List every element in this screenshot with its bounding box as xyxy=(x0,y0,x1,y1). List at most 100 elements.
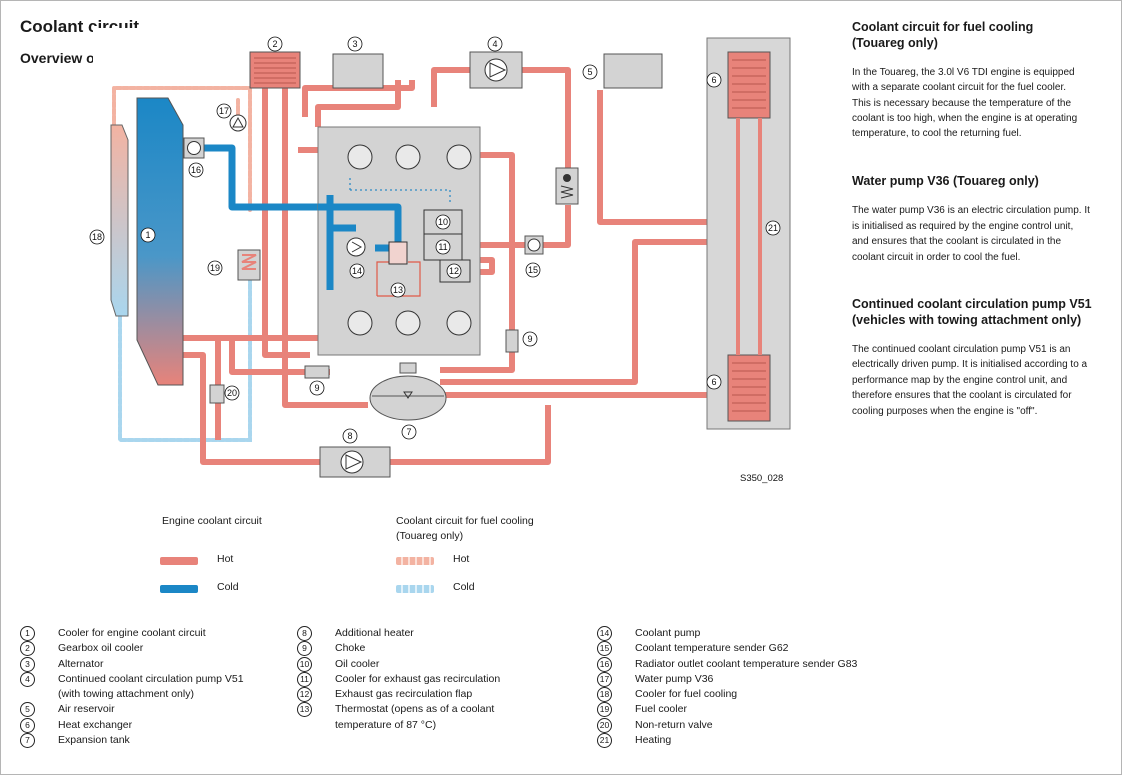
legend-fuel-title-line2: (Touareg only) xyxy=(396,530,464,542)
key-text: Cooler for exhaust gas recirculation xyxy=(335,672,501,685)
key-number: 17 xyxy=(597,671,612,687)
level-marker-icon xyxy=(403,391,413,399)
key-text: Gearbox oil cooler xyxy=(58,642,144,655)
svg-text:21: 21 xyxy=(768,223,778,233)
key-item: 15 Coolant temperature sender G62 xyxy=(597,641,857,657)
sidebar-section1-line: coolant is too high, when the engine is … xyxy=(852,113,1078,124)
key-text: (with towing attachment only) xyxy=(58,688,194,701)
coolant-pump-arrow-icon xyxy=(351,241,363,253)
key-number: 15 xyxy=(597,641,612,657)
callout-6a: 6 xyxy=(706,72,722,88)
key-item: 16 Radiator outlet coolant temperature se… xyxy=(597,656,858,672)
figure-reference: S350_028 xyxy=(740,473,783,484)
callout-2: 2 xyxy=(267,36,283,52)
coolant-circuit-diagram: 1 2 3 4 5 6 6 7 8 9 9 10 11 12 13 14 15 … xyxy=(89,36,791,484)
svg-text:7: 7 xyxy=(406,427,411,437)
svg-text:2: 2 xyxy=(272,39,277,49)
callout-12: 12 xyxy=(446,263,462,279)
fuel-cooler-coil xyxy=(241,254,257,270)
key-number: 21 xyxy=(597,733,612,749)
sidebar-section2-line: and ensures that the coolant is circulat… xyxy=(852,236,1062,247)
key-number: 16 xyxy=(597,656,612,672)
callout-13: 13 xyxy=(390,282,406,298)
key-item: 17 Water pump V36 xyxy=(597,671,857,687)
spring-icon xyxy=(560,185,574,199)
sidebar-section2-line: coolant circuit in order to cool the fue… xyxy=(852,252,1021,263)
hot-coolant-pipes xyxy=(175,67,763,465)
svg-text:9: 9 xyxy=(314,383,319,393)
key-text: Non-return valve xyxy=(635,718,713,731)
callout-9b: 9 xyxy=(309,380,325,396)
callout-14: 14 xyxy=(349,263,365,279)
key-number: 10 xyxy=(297,656,312,672)
callout-18: 18 xyxy=(89,229,105,245)
callout-17: 17 xyxy=(216,103,232,119)
key-text: Cooler for fuel cooling xyxy=(635,688,738,701)
svg-text:20: 20 xyxy=(227,388,237,398)
key-text: Expansion tank xyxy=(58,734,130,747)
key-text: Exhaust gas recirculation flap xyxy=(335,688,473,701)
heat-exchanger-top xyxy=(727,51,771,119)
key-item: 11 Cooler for exhaust gas recirculation xyxy=(297,671,501,687)
key-text: temperature of 87 °C) xyxy=(335,718,437,731)
svg-text:10: 10 xyxy=(438,217,448,227)
key-item: 19 Fuel cooler xyxy=(597,702,857,718)
key-text: Air reservoir xyxy=(58,703,115,716)
callout-4: 4 xyxy=(487,36,503,52)
callout-15: 15 xyxy=(525,262,541,278)
key-text: Water pump V36 xyxy=(635,672,714,685)
callout-3: 3 xyxy=(347,36,363,52)
sidebar-section3-line: electrically driven pump. It is initiali… xyxy=(852,359,1088,370)
key-number: 8 xyxy=(297,626,312,641)
key-item: 20 Non-return valve xyxy=(597,717,857,733)
pump-v51-arrow-icon xyxy=(489,62,507,78)
sidebar-section1-title-line1: Coolant circuit for fuel cooling xyxy=(852,20,1034,34)
key-number: 7 xyxy=(20,733,35,749)
heat-exchanger-bottom xyxy=(727,354,771,422)
legend-cold-swatch xyxy=(160,585,198,593)
callout-21: 21 xyxy=(765,220,781,236)
key-text: Cooler for engine coolant circuit xyxy=(58,627,206,639)
key-number: 20 xyxy=(597,717,612,733)
callout-1: 1 xyxy=(140,227,156,243)
key-number: 6 xyxy=(20,717,35,733)
alternator xyxy=(332,53,384,89)
key-number: 12 xyxy=(297,687,312,703)
sidebar-section3-title-line1: Continued coolant circulation pump V51 xyxy=(852,297,1092,311)
sidebar-section1-title-line2: (Touareg only) xyxy=(852,36,938,50)
key-text: Coolant temperature sender G62 xyxy=(635,642,789,655)
svg-text:3: 3 xyxy=(352,39,357,49)
svg-text:16: 16 xyxy=(191,165,201,175)
callout-10: 10 xyxy=(435,214,451,230)
key-text: Heat exchanger xyxy=(58,718,133,731)
svg-text:4: 4 xyxy=(492,39,497,49)
sidebar-section3-line: cooling purposes when the engine is "off… xyxy=(852,406,1038,417)
callout-19: 19 xyxy=(207,260,223,276)
water-pump-v36-arrow-icon xyxy=(232,116,244,128)
engine-internal-cold-pipes xyxy=(318,195,402,290)
key-number: 11 xyxy=(297,671,312,687)
gearbox-oil-cooler-fins xyxy=(254,57,296,84)
key-number: 5 xyxy=(20,702,35,718)
sidebar-section2-line: The water pump V36 is an electric circul… xyxy=(852,205,1090,216)
key-text: Thermostat (opens as of a coolant xyxy=(335,703,495,716)
key-text: Fuel cooler xyxy=(635,703,687,716)
temp-sender-g62-icon xyxy=(527,238,541,252)
sidebar-section3-line: The continued coolant circulation pump V… xyxy=(852,344,1071,355)
cylinders xyxy=(347,144,472,336)
svg-text:12: 12 xyxy=(449,266,459,276)
svg-text:15: 15 xyxy=(528,265,538,275)
key-number: 19 xyxy=(597,702,612,718)
key-text: Radiator outlet coolant temperature send… xyxy=(635,657,858,670)
svg-text:13: 13 xyxy=(393,285,403,295)
legend-cold-label: Cold xyxy=(217,581,239,593)
